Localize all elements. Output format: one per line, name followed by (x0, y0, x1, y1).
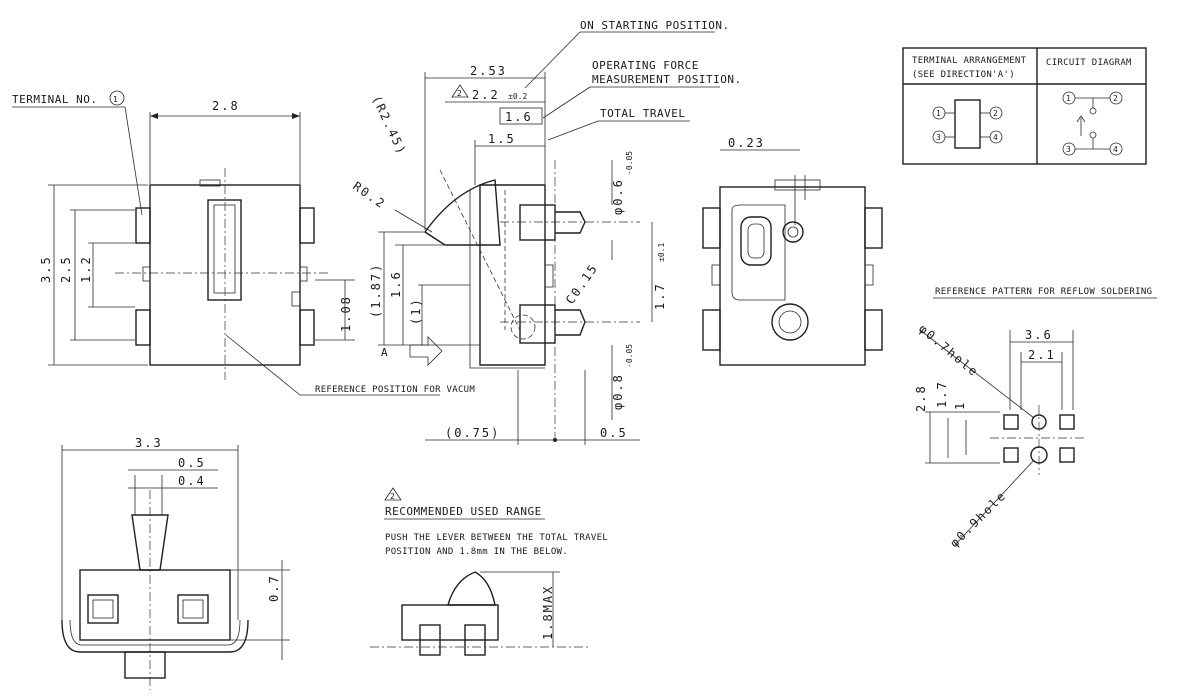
terminal-left-top (135, 207, 151, 244)
svg-text:-0.05: -0.05 (625, 344, 634, 368)
arrow-a-label: A (381, 346, 388, 359)
dim-2-2: 2.2 (472, 88, 500, 102)
svg-text:2: 2 (1113, 94, 1118, 103)
dim-pattern-1: 1 (953, 401, 967, 410)
front-view: 2.8 3.5 2.5 1.2 1.08 TERMINAL NO. 1 REFE… (12, 90, 475, 396)
dim-r2-45: (R2.45) (369, 93, 409, 157)
dim-1-7: 1.7 (653, 282, 667, 310)
dim-2-53: 2.53 (470, 64, 507, 78)
dim-1: (1) (409, 297, 423, 325)
table-col2: CIRCUIT DIAGRAM (1046, 58, 1132, 68)
dim-0-5: 0.5 (178, 456, 206, 470)
dim-3-5: 3.5 (39, 255, 53, 283)
dim-1-08: 1.08 (339, 295, 353, 332)
svg-text:2: 2 (390, 492, 395, 501)
dim-1-6-box: 1.6 (505, 110, 533, 124)
svg-text:3: 3 (936, 133, 941, 142)
side-view: 2.53 2 2.2 ±0.2 1.6 1.5 ON STARTING POSI… (350, 19, 741, 445)
svg-text:1: 1 (936, 109, 941, 118)
svg-text:±0.1: ±0.1 (657, 243, 666, 262)
lever-slot (207, 199, 242, 301)
terminal-right-bottom (299, 309, 315, 346)
reflow-title: REFERENCE PATTERN FOR REFLOW SOLDERING (935, 287, 1152, 297)
dim-0-5-side: 0.5 (600, 426, 628, 440)
svg-text:±0.2: ±0.2 (508, 92, 527, 101)
dim-1-6: 1.6 (389, 270, 403, 298)
recommended-range: 2 RECOMMENDED USED RANGE PUSH THE LEVER … (370, 487, 608, 656)
dim-2-5: 2.5 (59, 255, 73, 283)
back-boss (771, 303, 809, 341)
dim-phi-0-6: φ0.6 (611, 178, 625, 215)
dim-1-2: 1.2 (79, 255, 93, 283)
recommended-note-2: POSITION AND 1.8mm IN THE BELOW. (385, 547, 568, 557)
lever (424, 179, 501, 246)
reflow-pattern: REFERENCE PATTERN FOR REFLOW SOLDERING 3… (914, 287, 1157, 550)
dim-phi-0-8: φ0.8 (611, 373, 625, 410)
dim-0-7: 0.7 (267, 574, 281, 602)
dim-2-8: 2.8 (212, 99, 240, 113)
reference-vacuum-label: REFERENCE POSITION FOR VACUM (315, 385, 475, 395)
side-body (479, 184, 546, 366)
dim-pattern-2-8: 2.8 (914, 384, 928, 412)
lower-pin (555, 309, 586, 336)
svg-text:2: 2 (993, 109, 998, 118)
operating-force-label-1: OPERATING FORCE (592, 59, 699, 72)
revision-triangle-icon (384, 487, 402, 501)
svg-text:1: 1 (1066, 94, 1071, 103)
upper-pin (555, 211, 586, 234)
dim-1-87: (1.87) (369, 263, 383, 318)
svg-text:2: 2 (457, 89, 462, 98)
svg-text:4: 4 (993, 133, 998, 142)
back-slot (740, 216, 772, 266)
dim-1-5: 1.5 (488, 132, 516, 146)
recommended-note-1: PUSH THE LEVER BETWEEN THE TOTAL TRAVEL (385, 533, 608, 543)
svg-text:4: 4 (1113, 145, 1118, 154)
dim-0-75: (0.75) (445, 426, 500, 440)
svg-text:3: 3 (1066, 145, 1071, 154)
table-col1-line1: TERMINAL ARRANGEMENT (912, 56, 1027, 66)
direction-arrow-icon (409, 336, 443, 366)
bottom-lever (131, 514, 169, 571)
dim-1-8max: 1.8MAX (541, 585, 555, 640)
dim-0-23: 0.23 (728, 136, 765, 150)
recommended-title: RECOMMENDED USED RANGE (385, 505, 542, 518)
total-travel-label: TOTAL TRAVEL (600, 107, 685, 120)
on-starting-label: ON STARTING POSITION. (580, 19, 730, 32)
svg-text:1: 1 (113, 95, 118, 104)
back-view: 0.23 (702, 136, 883, 366)
table-col1-line2: (SEE DIRECTION'A') (912, 70, 1015, 80)
upper-pin-boss (519, 204, 556, 241)
lower-pin-boss (519, 304, 556, 344)
dim-0-4: 0.4 (178, 474, 206, 488)
dim-pattern-1-7: 1.7 (935, 380, 949, 408)
terminal-left-bottom (135, 309, 151, 346)
dim-pattern-2-1: 2.1 (1028, 348, 1056, 362)
terminal-right-top (299, 207, 315, 244)
range-body (401, 604, 499, 641)
bottom-view: 3.3 0.5 0.4 0.7 (61, 436, 290, 690)
terminal-table: TERMINAL ARRANGEMENT (SEE DIRECTION'A') … (902, 47, 1147, 165)
range-lever (447, 571, 496, 606)
svg-text:-0.05: -0.05 (625, 151, 634, 175)
back-body (719, 186, 866, 366)
hole-0-9-label: φ0.9hole (947, 488, 1009, 550)
dim-pattern-3-6: 3.6 (1025, 328, 1053, 342)
terminal-no-label: TERMINAL NO. (12, 93, 97, 106)
operating-force-label-2: MEASUREMENT POSITION. (592, 73, 742, 86)
hole-0-7-label: φ0.7hole (916, 322, 982, 380)
dim-3-3: 3.3 (135, 436, 163, 450)
dim-r0-2: R0.2 (350, 179, 388, 212)
dim-c0-15: C0.15 (563, 261, 601, 307)
